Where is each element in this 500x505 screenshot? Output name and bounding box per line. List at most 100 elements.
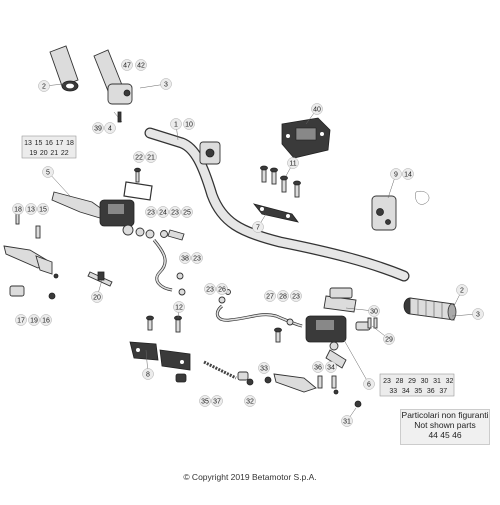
clutch-hose	[152, 239, 186, 296]
right-group-number-34: 34	[402, 388, 410, 395]
callout-number-17: 17	[17, 317, 25, 324]
left-group-number-16: 16	[45, 140, 53, 147]
callout-bubble-21	[145, 151, 157, 163]
callout-bubble-1	[170, 118, 182, 130]
callout-bubble-16	[40, 314, 52, 326]
brake-line	[215, 289, 303, 343]
callout-number-6: 6	[367, 381, 371, 388]
clutch-master-cylinder	[51, 191, 155, 239]
callout-number-37: 37	[213, 398, 221, 405]
brake-master-cylinder	[305, 287, 371, 369]
callout-bubble-29	[383, 333, 395, 345]
callout-bubble-37	[211, 395, 223, 407]
left-group-number-20: 20	[40, 150, 48, 157]
callout-bubble-36	[312, 361, 324, 373]
callout-number-29: 29	[385, 336, 393, 343]
left-grip	[49, 45, 79, 92]
note-line-1: Particolari non figuranti	[401, 410, 489, 420]
callout-bubble-4	[104, 122, 116, 134]
bolt-29	[367, 317, 378, 329]
callout-number-23: 23	[292, 293, 300, 300]
left-group-number-18: 18	[66, 140, 74, 147]
callout-bubble-32	[244, 395, 256, 407]
callout-number-7: 7	[256, 224, 260, 231]
callout-bubble-20	[91, 291, 103, 303]
callout-bubble-14	[402, 168, 414, 180]
brake-lever	[264, 373, 362, 408]
callout-number-25: 25	[183, 209, 191, 216]
callout-bubble-6	[363, 378, 375, 390]
callout-bubble-2	[38, 80, 50, 92]
callout-bubble-13	[25, 203, 37, 215]
callout-bubble-3	[472, 308, 484, 320]
callout-bubble-25	[181, 206, 193, 218]
callout-bubble-34	[325, 361, 337, 373]
callout-leader-6	[343, 339, 370, 385]
right-group-number-37: 37	[439, 388, 447, 395]
callout-number-4: 4	[108, 125, 112, 132]
cable-adjuster	[87, 271, 113, 287]
callout-number-23: 23	[171, 209, 179, 216]
hose-fittings	[160, 229, 185, 241]
callout-bubble-2	[456, 284, 468, 296]
callout-bubble-8	[142, 368, 154, 380]
callout-number-34: 34	[327, 364, 335, 371]
callout-bubble-40	[311, 103, 323, 115]
right-group-box	[379, 373, 455, 397]
callout-number-28: 28	[279, 293, 287, 300]
callout-number-15: 15	[39, 206, 47, 213]
callout-number-30: 30	[370, 308, 378, 315]
switch-block	[199, 141, 221, 165]
right-group-number-29: 29	[408, 378, 416, 385]
right-group-number-23: 23	[383, 378, 391, 385]
callout-number-16: 16	[42, 317, 50, 324]
callout-number-31: 31	[343, 418, 351, 425]
callout-bubble-7	[252, 221, 264, 233]
callout-bubble-22	[133, 151, 145, 163]
handlebar	[144, 127, 410, 282]
callout-number-33: 33	[260, 365, 268, 372]
callout-number-23: 23	[147, 209, 155, 216]
callout-number-42: 42	[137, 62, 145, 69]
callout-bubble-19	[28, 314, 40, 326]
right-group-number-36: 36	[427, 388, 435, 395]
right-group-number-33: 33	[389, 388, 397, 395]
right-switch	[371, 190, 430, 231]
left-group-box	[21, 135, 77, 159]
callout-bubble-39	[92, 122, 104, 134]
callout-number-22: 22	[135, 154, 143, 161]
callout-number-8: 8	[146, 371, 150, 378]
clamp-bolts	[260, 165, 301, 198]
callout-number-1: 1	[174, 121, 178, 128]
callout-bubble-28	[277, 290, 289, 302]
callout-bubble-23	[204, 283, 216, 295]
callout-bubble-23	[191, 252, 203, 264]
throttle-grip	[93, 49, 133, 123]
right-group-number-32: 32	[446, 378, 454, 385]
callout-bubble-3	[160, 78, 172, 90]
left-group-number-17: 17	[56, 140, 64, 147]
callout-bubble-15	[37, 203, 49, 215]
callout-number-26: 26	[218, 286, 226, 293]
callout-bubble-10	[183, 118, 195, 130]
left-group-number-22: 22	[61, 150, 69, 157]
right-group-number-35: 35	[414, 388, 422, 395]
callout-number-20: 20	[93, 294, 101, 301]
mirror-bracket	[123, 167, 153, 201]
callout-bubble-31	[341, 415, 353, 427]
callout-bubble-26	[216, 283, 228, 295]
brake-clamp	[129, 341, 191, 383]
left-group-number-19: 19	[29, 150, 37, 157]
callout-number-9: 9	[394, 171, 398, 178]
callout-bubble-17	[15, 314, 27, 326]
callout-number-24: 24	[159, 209, 167, 216]
callout-number-11: 11	[289, 160, 296, 167]
callout-bubble-24	[157, 206, 169, 218]
left-group-number-15: 15	[35, 140, 43, 147]
right-grip	[403, 297, 457, 321]
handlebar-pad	[281, 117, 331, 159]
not-shown-parts-note: Particolari non figuranti Not shown part…	[400, 409, 490, 445]
